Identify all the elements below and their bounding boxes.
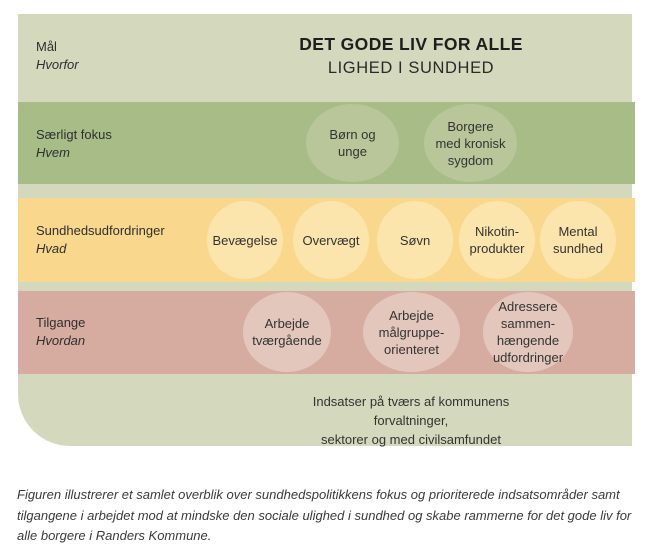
row-label-goal: Mål Hvorfor — [36, 38, 79, 73]
figure-title: DET GODE LIV FOR ALLE — [299, 34, 523, 54]
bubble-overvaegt: Overvægt — [293, 201, 369, 279]
figure-caption: Figuren illustrerer et samlet overblik o… — [17, 487, 632, 543]
row-label-focus-text: Særligt fokus — [36, 127, 112, 142]
figure-subtitle: LIGHED I SUNDHED — [327, 59, 495, 77]
row-label-goal-text: Mål — [36, 39, 57, 54]
bubble-boern-og-unge: Børn og unge — [306, 104, 399, 182]
bubble-mental-sundhed: Mental sundhed — [540, 201, 616, 279]
bubble-adressere-sammenhaengende-udfordringer: Adressere sammen- hængende udfordringer — [483, 292, 573, 372]
row-label-focus: Særligt fokus Hvem — [36, 126, 112, 161]
bubble-bevaegelse: Bevægelse — [207, 201, 283, 279]
row-label-approaches-sub: Hvordan — [36, 332, 86, 348]
row-label-focus-sub: Hvem — [36, 144, 70, 160]
row-label-approaches-text: Tilgange — [36, 315, 86, 330]
footer-note: Indsatser på tværs af kommunens forvaltn… — [312, 394, 510, 447]
bubble-soevn: Søvn — [377, 201, 453, 279]
row-label-goal-sub: Hvorfor — [36, 56, 79, 72]
bubble-arbejde-tvaergaaende: Arbejde tværgående — [243, 292, 331, 372]
row-label-approaches: Tilgange Hvordan — [36, 314, 85, 349]
row-label-challenges: Sundhedsudfordringer Hvad — [36, 222, 165, 257]
figure-title-block: DET GODE LIV FOR ALLE LIGHED I SUNDHED — [299, 31, 523, 80]
bubble-borgere-med-kronisk-sygdom: Borgere med kronisk sygdom — [424, 104, 517, 182]
row-label-challenges-sub: Hvad — [36, 240, 67, 256]
row-label-challenges-text: Sundhedsudfordringer — [36, 223, 165, 238]
bubble-nikotinprodukter: Nikotin- produkter — [459, 201, 535, 279]
bubble-arbejde-maalgruppeorienteret: Arbejde målgruppe- orienteret — [363, 292, 460, 372]
